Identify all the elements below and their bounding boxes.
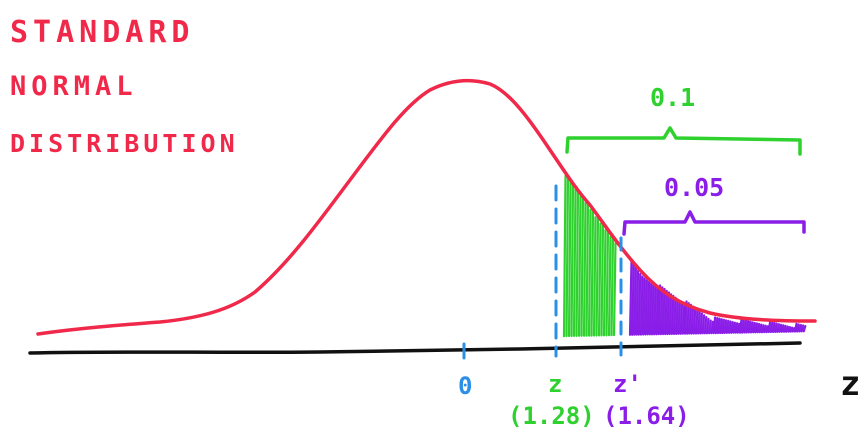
title-line-standard: STANDARD bbox=[10, 15, 195, 50]
green-hatching bbox=[562, 174, 617, 338]
purple-area-label: 0.05 bbox=[664, 173, 724, 202]
horizontal-axis bbox=[28, 341, 802, 355]
z-marker-label: z bbox=[548, 370, 562, 398]
zero-label: 0 bbox=[458, 372, 472, 400]
title-line-normal: NORMAL bbox=[10, 71, 138, 102]
title: STANDARD NORMAL DISTRIBUTION bbox=[10, 15, 239, 158]
purple-hatching bbox=[628, 259, 807, 336]
z-prime-marker-label: z' bbox=[613, 370, 642, 398]
green-shaded-area bbox=[562, 174, 617, 338]
bell-curve bbox=[36, 78, 817, 336]
z-prime-value-label: (1.64) bbox=[603, 402, 690, 430]
axis-variable-label: z bbox=[840, 364, 860, 404]
purple-brace bbox=[622, 210, 806, 236]
z-value-label: (1.28) bbox=[508, 402, 595, 430]
green-area-label: 0.1 bbox=[650, 83, 695, 112]
purple-shaded-area bbox=[628, 259, 807, 336]
green-brace bbox=[565, 126, 802, 156]
title-line-distribution: DISTRIBUTION bbox=[10, 129, 239, 158]
